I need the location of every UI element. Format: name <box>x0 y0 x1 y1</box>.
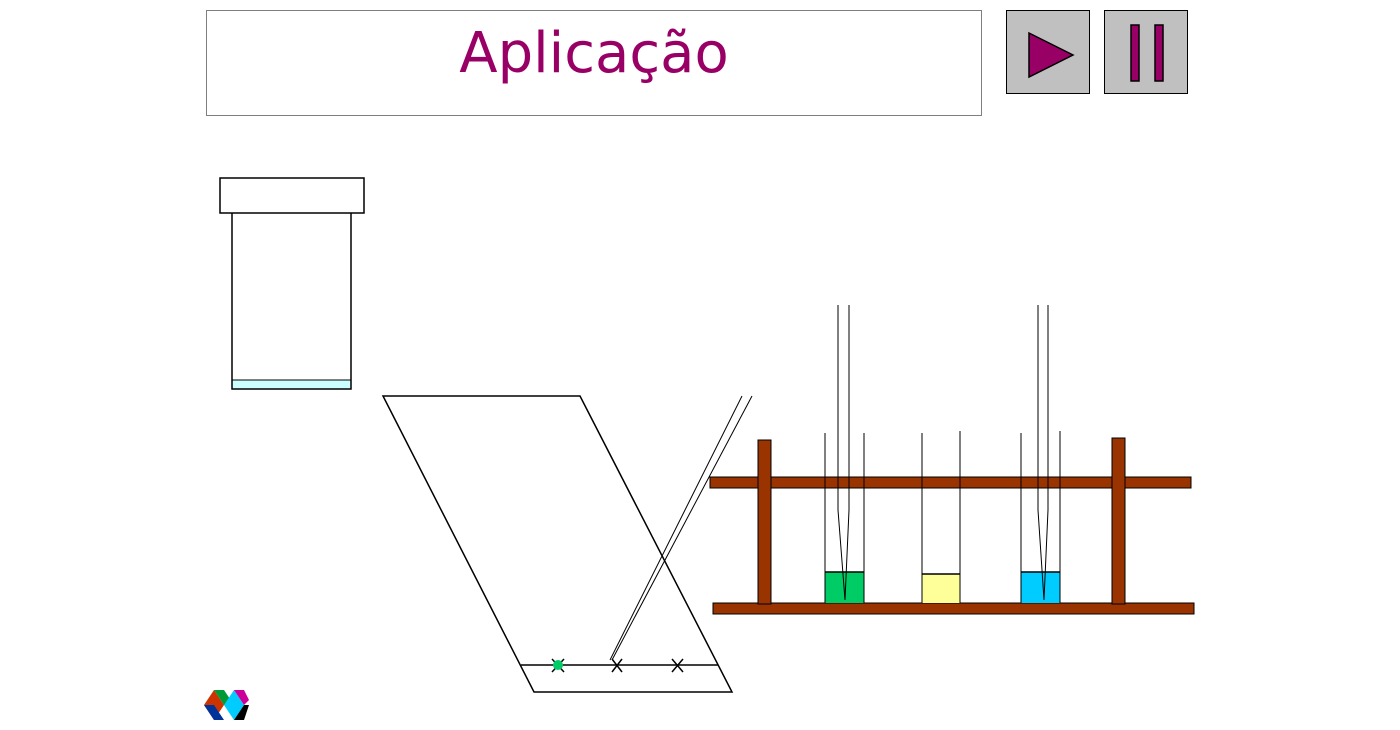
play-icon <box>1028 31 1075 79</box>
tlc-plate <box>381 395 734 693</box>
rack-left-post <box>757 439 772 605</box>
test-tube-rack <box>709 437 1195 615</box>
chamber-solvent <box>232 380 351 389</box>
chamber-lid <box>219 177 365 214</box>
sample-mark-2 <box>611 658 623 673</box>
rack-right-post <box>1111 437 1126 605</box>
pause-button[interactable] <box>1104 10 1188 94</box>
test-tube-yellow <box>921 431 961 603</box>
test-tube-green <box>824 433 865 603</box>
rack-bottom-bar <box>712 602 1195 615</box>
page-title: Aplicação <box>459 21 729 86</box>
tube-liquid-blue <box>1021 572 1060 603</box>
plate-body <box>381 395 734 693</box>
pause-icon <box>1130 24 1164 82</box>
play-button[interactable] <box>1006 10 1090 94</box>
title-box: Aplicação <box>206 10 982 116</box>
capillary-in-blue-tube <box>1037 305 1049 601</box>
tube-liquid-yellow <box>922 574 960 603</box>
sample-mark-3 <box>671 658 684 673</box>
logo-icon <box>204 690 249 720</box>
chamber-body <box>231 213 352 390</box>
capillary-in-green-tube <box>837 305 850 601</box>
applying-capillary <box>609 395 753 661</box>
test-tube-blue <box>1020 431 1061 603</box>
sample-mark-1 <box>551 658 565 673</box>
rack-top-bar <box>709 476 1192 489</box>
sample-spot <box>553 660 563 670</box>
developing-chamber <box>219 177 365 390</box>
